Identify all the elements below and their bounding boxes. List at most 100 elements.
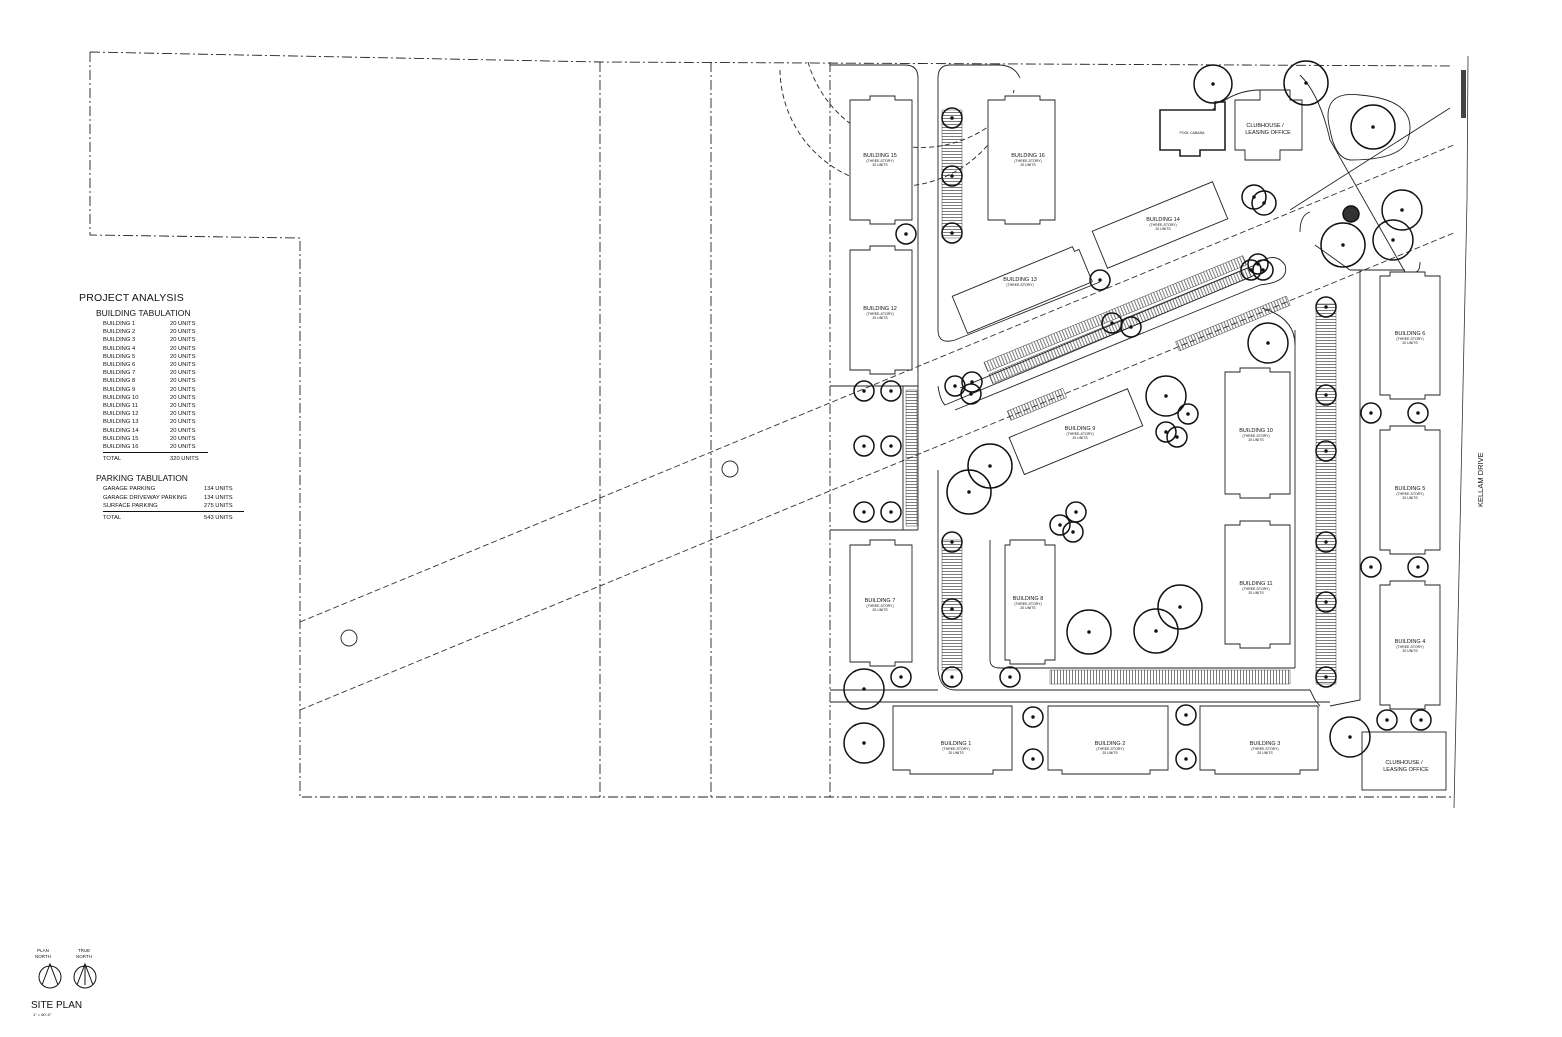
tree-icon [1320,222,1366,268]
tabulation-rule [103,452,208,454]
building-name: BUILDING 10 [103,394,139,401]
building-label-name: BUILDING 6 [1395,331,1426,337]
tree-center [1178,605,1182,609]
clubhouse-top [1234,89,1303,161]
building-label-sub: (THREE-STORY) [1242,587,1269,591]
tree-icon [1089,269,1111,291]
tree-center [1324,449,1328,453]
building-label-units: 20 UNITS [1402,649,1418,653]
building-5 [1379,425,1441,555]
tree-icon [1315,384,1337,406]
tree-center [1071,530,1075,534]
plan-north-label: PLAN [37,948,49,953]
building-name: BUILDING 13 [103,419,139,426]
tree-icon [941,666,963,688]
building-name: BUILDING 1 [103,321,136,327]
tree-center [1416,565,1420,569]
north-arrows [38,962,97,989]
tree-center [1058,523,1062,527]
tree-center [1129,325,1133,329]
tree-center [1348,735,1352,739]
clubhouse-bottom-label-2: LEASING OFFICE [1383,767,1429,773]
tree-center [1164,394,1168,398]
tree-center [862,741,866,745]
building-units: 20 UNITS [170,362,196,369]
tree-center [950,174,954,178]
tree-center [1175,435,1179,439]
tree-center [1261,268,1265,272]
tree-icon [1155,421,1177,443]
building-name: BUILDING 7 [103,370,136,377]
building-units: 20 UNITS [170,427,196,434]
building-14 [1091,181,1229,269]
building-label-name: BUILDING 8 [1013,596,1044,602]
building-units: 20 UNITS [170,435,196,442]
building-units: 20 UNITS [170,353,196,360]
tree-icon [890,666,912,688]
tree-icon [1062,521,1084,543]
building-units: 20 UNITS [170,403,196,410]
tree-icon [1066,609,1112,655]
building-4 [1379,580,1441,710]
tree-center [1324,393,1328,397]
building-tabulation-heading: BUILDING TABULATION [96,308,191,318]
trees [843,60,1432,770]
tree-icon [1329,716,1371,758]
building-label-name: BUILDING 12 [863,306,897,312]
building-10 [1224,367,1291,499]
road-label: KELLAM DRIVE [1476,452,1485,507]
tree-icon [1175,748,1197,770]
building-label-units: 20 UNITS [948,751,964,755]
building-name: BUILDING 12 [103,411,139,418]
building-label-name: BUILDING 16 [1011,153,1045,159]
site-plan-title: SITE PLAN [31,1000,83,1011]
building-label-units: 20 UNITS [1020,606,1036,610]
building-units: 20 UNITS [170,337,196,344]
building-name: BUILDING 8 [103,378,136,385]
parking-total-label: TOTAL [103,515,122,522]
tree-icon [1315,591,1337,613]
building-units: 20 UNITS [170,370,196,377]
building-6 [1379,271,1441,400]
tree-icon [1133,608,1179,654]
building-label-units: 20 UNITS [1020,163,1036,167]
tree-center [1098,278,1102,282]
building-label-units: 20 UNITS [1155,227,1171,231]
building-name: BUILDING 3 [103,337,136,344]
tree-icon [1372,219,1414,261]
building-label-sub: (THREE-STORY) [1149,223,1176,227]
building-labels: BUILDING 15(THREE-STORY)20 UNITSBUILDING… [863,153,1425,755]
tree-icon [1283,60,1329,106]
building-label-units: 20 UNITS [1248,438,1264,442]
tree-icon [1247,322,1289,364]
building-8 [1004,539,1056,665]
parking-units: 134 UNITS [204,486,233,493]
tree-icon [1193,64,1233,104]
building-label-name: BUILDING 11 [1239,581,1272,587]
building-footprints [849,89,1447,791]
building-label-name: BUILDING 10 [1239,428,1273,434]
building-units: 20 UNITS [170,444,196,451]
tree-icon [880,380,902,402]
tree-center [969,392,973,396]
tree-center [950,675,954,679]
tree-icon [1049,514,1071,536]
building-label-units: 20 UNITS [1102,751,1118,755]
building-label-sub: (THREE-STORY) [1396,337,1423,341]
building-label-sub: (THREE-STORY) [1096,747,1123,751]
building-13 [951,246,1093,334]
tree-center [862,687,866,691]
building-label-name: BUILDING 15 [863,153,897,159]
tree-icon [1177,403,1199,425]
tree-icon [946,469,992,515]
building-label-sub: (THREE-STORY) [866,159,893,163]
tree-center [1087,630,1091,634]
building-label-name: BUILDING 5 [1395,486,1426,492]
tree-icon [1360,402,1382,424]
project-analysis-title: PROJECT ANALYSIS [79,292,184,304]
